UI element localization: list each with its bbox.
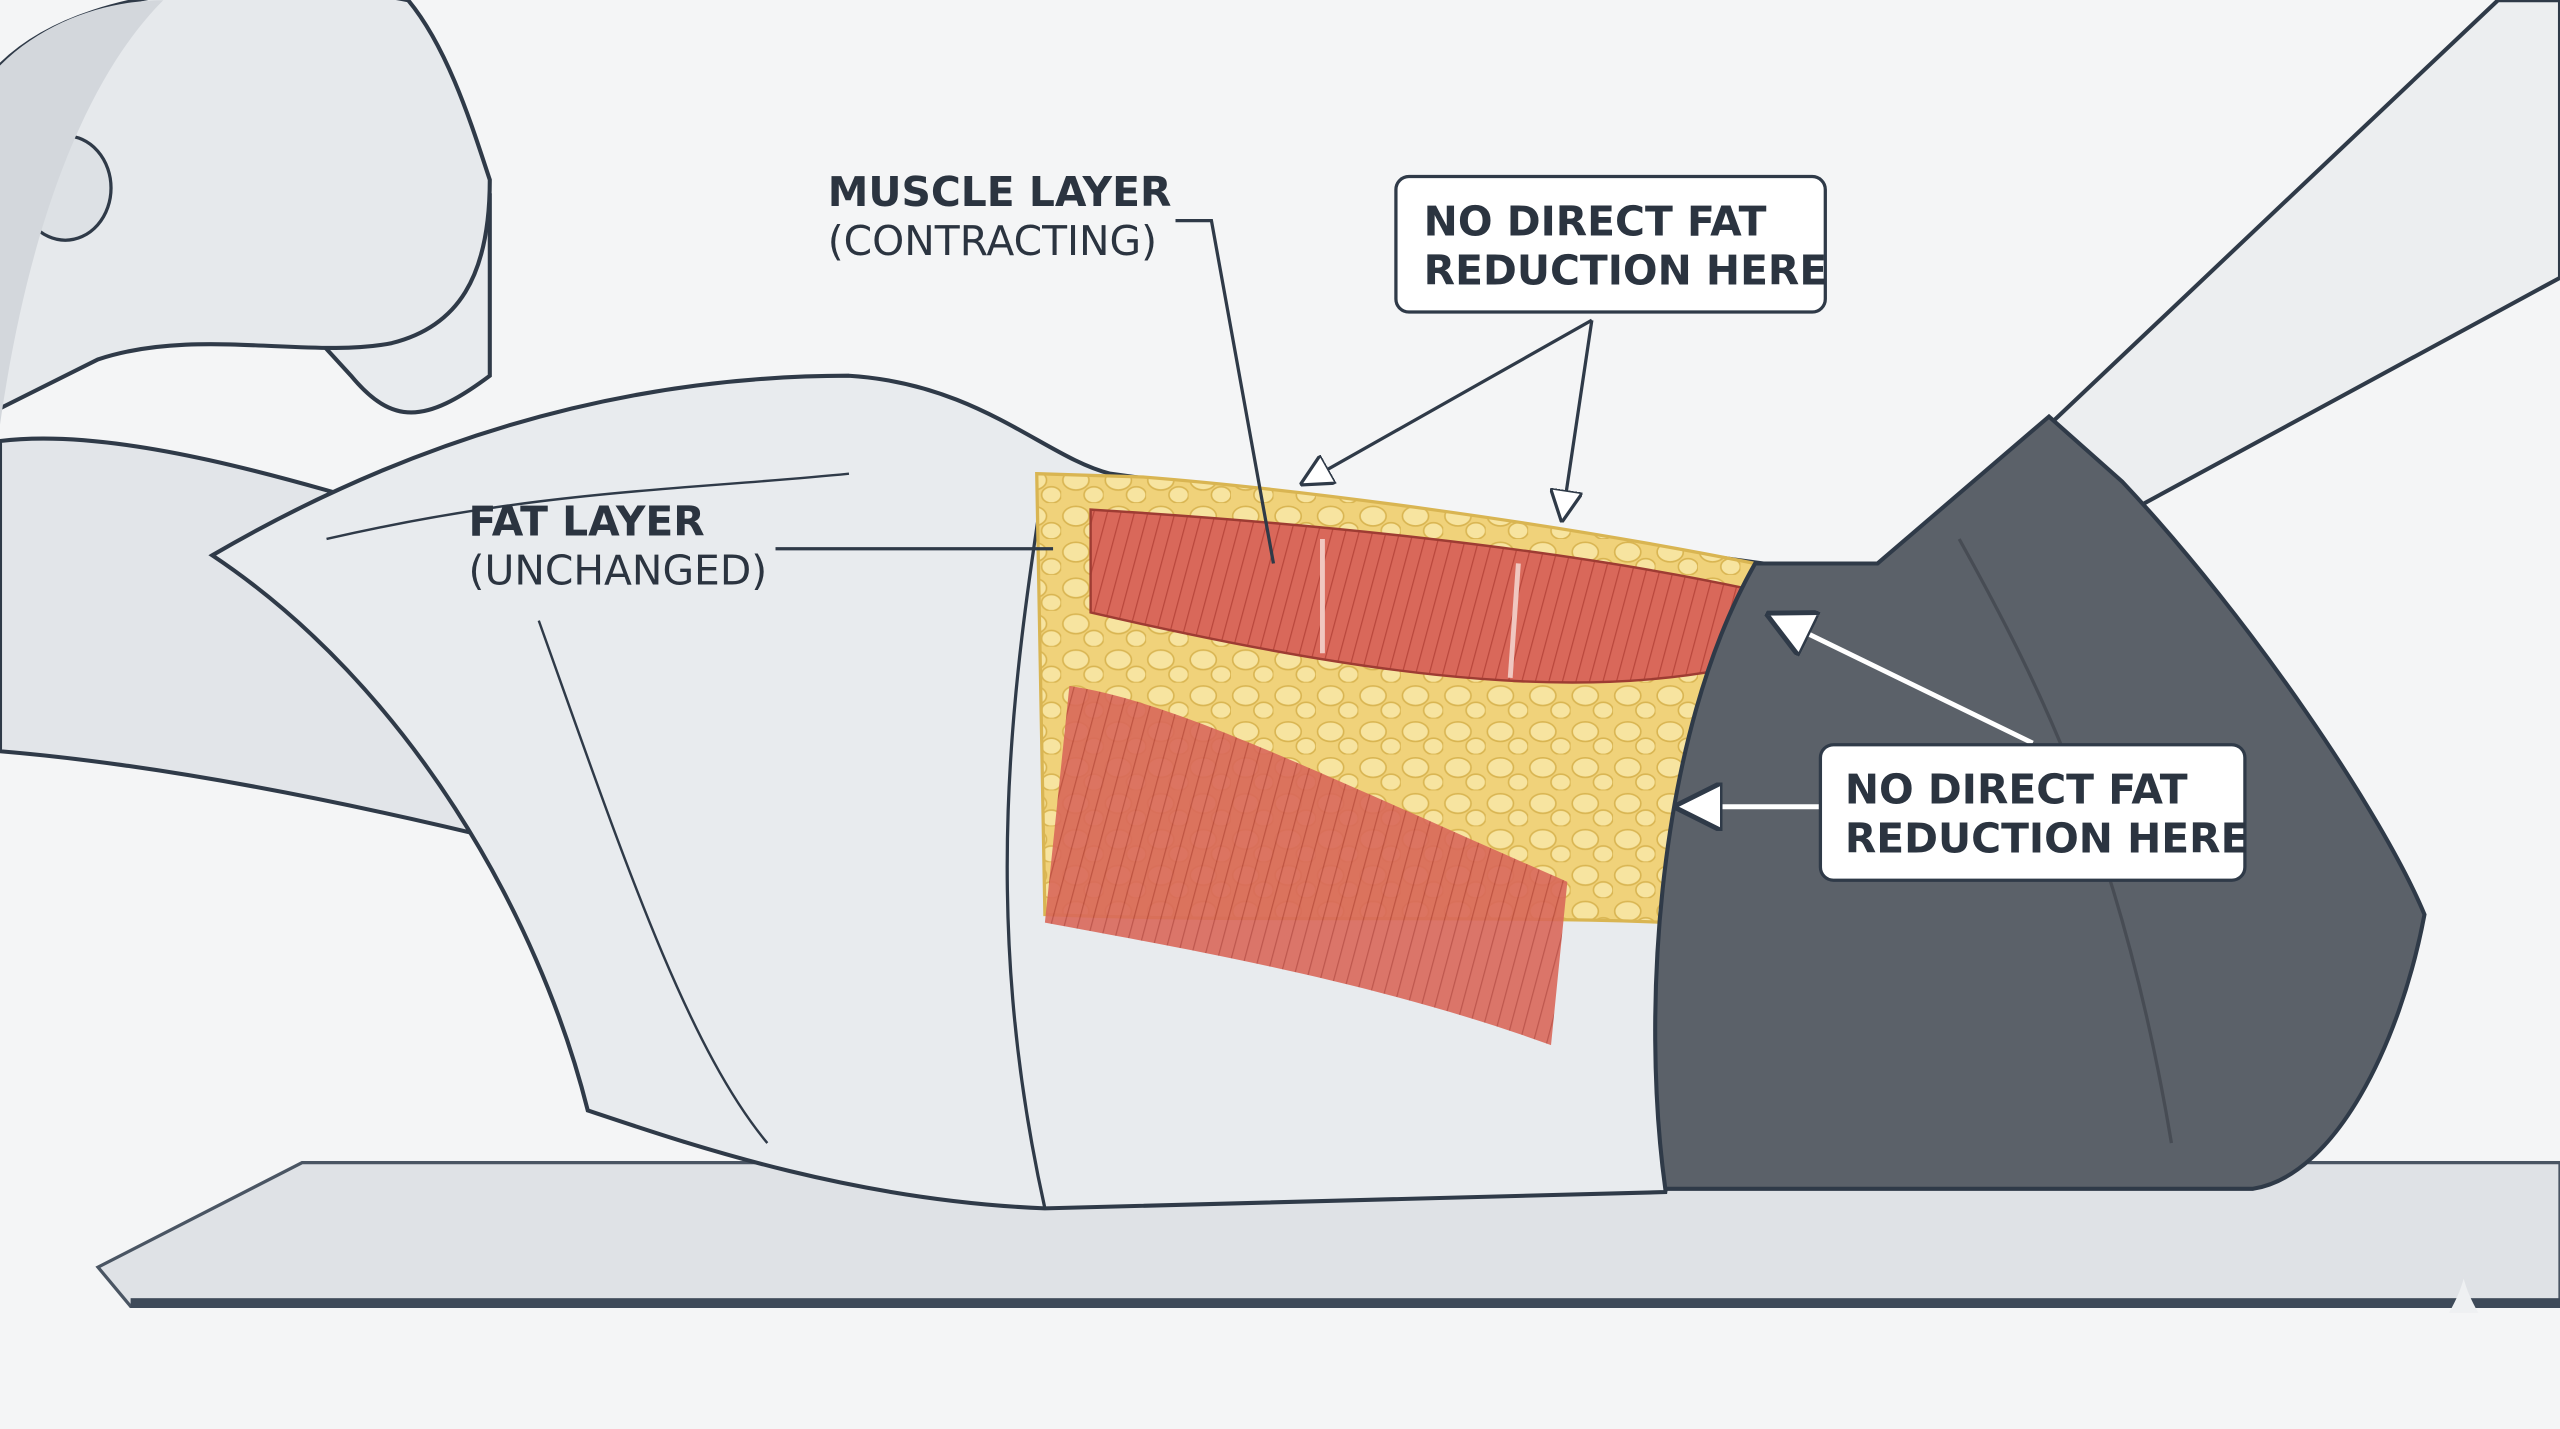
callout-right-line2: REDUCTION HERE	[1845, 814, 2249, 862]
chest-line	[326, 472, 850, 541]
callout-right: NO DIRECT FAT REDUCTION HERE	[1818, 743, 2249, 882]
fat-layer-label: FAT LAYER	[469, 498, 705, 546]
watermark-icon	[2448, 1278, 2479, 1313]
callout-top: NO DIRECT FAT REDUCTION HERE	[1394, 174, 1828, 314]
fat-layer-sublabel: (UNCHANGED)	[469, 547, 768, 595]
arrow-top-left	[1314, 318, 1593, 477]
callout-top-line2: REDUCTION HERE	[1424, 246, 1828, 294]
callout-right-line1: NO DIRECT FAT	[1845, 765, 2188, 813]
muscle-leader-line	[1175, 218, 1276, 564]
hair	[0, 0, 164, 425]
callout-top-line1: NO DIRECT FAT	[1424, 197, 1767, 245]
head	[0, 0, 492, 411]
muscle-layer-sublabel: (CONTRACTING)	[828, 217, 1157, 265]
armhole	[537, 620, 769, 1144]
muscle-layer-label: MUSCLE LAYER	[828, 168, 1172, 216]
exercise-mat	[95, 1161, 2560, 1308]
mat-edge	[130, 1298, 2560, 1308]
tank-top-edge	[1005, 473, 1047, 1209]
muscle-segment	[1507, 563, 1521, 678]
arrow-right-upper	[1788, 624, 2034, 746]
oblique-muscle	[1044, 685, 1568, 1046]
arrow-top-right	[1564, 319, 1594, 506]
thigh	[2037, 0, 2560, 509]
